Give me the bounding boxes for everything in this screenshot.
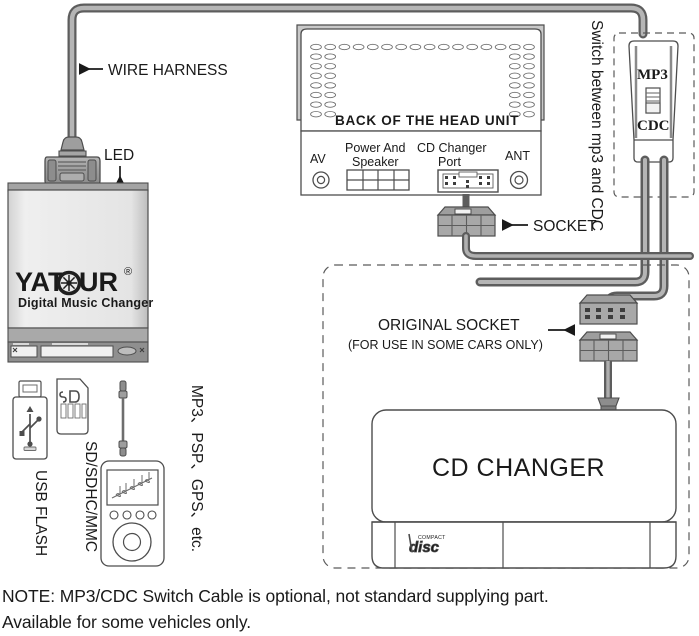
music-notes-icon <box>111 472 153 499</box>
led-annotation: LED <box>104 147 134 188</box>
wire-harness-cable <box>67 3 648 190</box>
sd-card-label: SD/SDHC/MMC <box>82 441 99 552</box>
head-unit-label: BACK OF THE HEAD UNIT <box>335 113 519 128</box>
usb-flash-drive: USB FLASH <box>12 380 49 556</box>
ant-jack-icon <box>509 170 529 190</box>
brand-text-part2: UR <box>79 267 118 297</box>
power-speaker-label-line1: Power And <box>345 141 406 155</box>
harness-connector <box>44 136 101 186</box>
device-tagline: Digital Music Changer <box>18 296 153 310</box>
cdc-label: CDC <box>637 118 670 134</box>
head-unit-vents <box>310 43 535 118</box>
usb-icon <box>19 406 42 447</box>
wire-harness-annotation: WIRE HARNESS <box>78 62 228 79</box>
footer-note-line1: NOTE: MP3/CDC Switch Cable is optional, … <box>2 586 549 606</box>
original-socket-label: ORIGINAL SOCKET <box>378 317 520 334</box>
brand-text-part1: YAT <box>15 267 65 297</box>
original-socket-pair: ORIGINAL SOCKET (FOR USE IN SOME CARS ON… <box>348 294 639 399</box>
head-unit: BACK OF THE HEAD UNIT AV Power And Speak… <box>296 24 545 196</box>
usb-flash-label: USB FLASH <box>32 470 49 556</box>
sd-card: SD/SDHC/MMC <box>56 378 99 552</box>
cd-changer-port-icon <box>437 169 499 193</box>
footer-note-line2: Available for some vehicles only. <box>2 612 251 632</box>
wheel-icon <box>56 270 82 296</box>
aux-cable <box>118 380 128 457</box>
media-devices-label: MP3、PSP、GPS、etc. <box>188 385 205 552</box>
socket-label: SOCKET <box>533 218 597 235</box>
mp3-label: MP3 <box>637 67 668 83</box>
compact-disc-mark-line2: disc <box>409 539 440 556</box>
led-label: LED <box>104 147 134 164</box>
power-speaker-port-icon <box>346 169 410 191</box>
yatour-device <box>7 182 149 363</box>
cd-changer-port-label-line2: Port <box>438 155 461 169</box>
yatour-brand: YAT UR ® Digital Music Changer <box>15 266 153 310</box>
click-wheel[interactable] <box>112 522 152 562</box>
socket-connector: SOCKET <box>436 194 694 260</box>
cd-changer-unit: CD CHANGER COMPACT disc <box>371 397 677 569</box>
player-buttons[interactable] <box>109 510 157 520</box>
mp3-player: MP3、PSP、GPS、etc. <box>100 380 205 567</box>
compact-disc-mark-line1: COMPACT <box>418 535 446 541</box>
mp3-cdc-switch-region: MP3 CDC Switch between mp3 and CDC <box>588 20 695 231</box>
wire-harness-label: WIRE HARNESS <box>108 62 228 79</box>
sd-logo-icon <box>59 390 80 403</box>
cd-changer-label: CD CHANGER <box>432 454 605 482</box>
ant-label: ANT <box>505 149 530 163</box>
slide-switch[interactable] <box>645 87 661 114</box>
av-label: AV <box>310 152 326 166</box>
power-speaker-label-line2: Speaker <box>352 155 399 169</box>
compact-disc-logo: COMPACT disc <box>408 533 446 556</box>
original-socket-sublabel: (FOR USE IN SOME CARS ONLY) <box>348 338 543 352</box>
brand-registered-mark: ® <box>124 266 132 278</box>
cd-changer-port-label-line1: CD Changer <box>417 141 486 155</box>
switch-note-label: Switch between mp3 and CDC <box>588 20 605 231</box>
footer-note: NOTE: MP3/CDC Switch Cable is optional, … <box>2 583 697 635</box>
av-jack-icon <box>312 171 330 189</box>
